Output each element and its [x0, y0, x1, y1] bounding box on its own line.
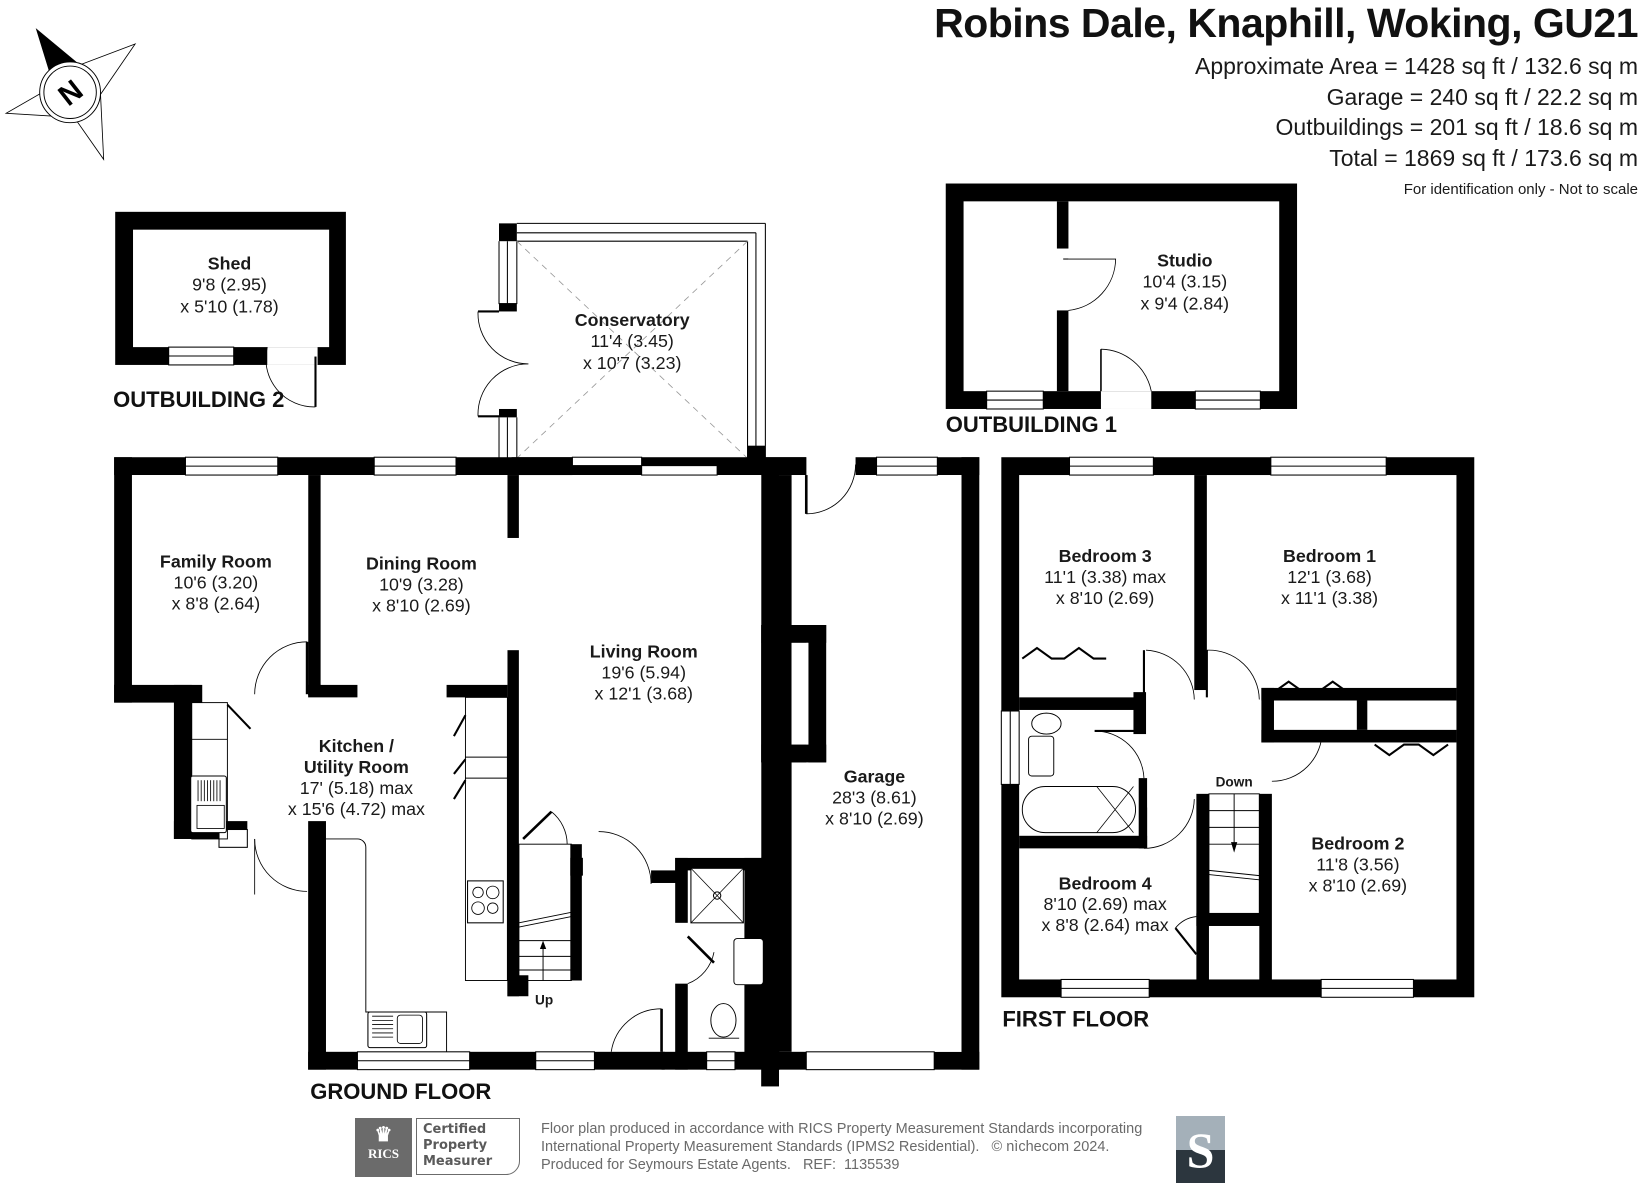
bedroom-4-name: Bedroom 4: [1059, 873, 1152, 893]
shed-dim-1: 9'8 (2.95): [192, 274, 267, 294]
family-room-dim-2: x 8'8 (2.64): [172, 593, 261, 613]
bedroom-2-dim-1: 11'8 (3.56): [1316, 854, 1399, 874]
conservatory: Conservatory 11'4 (3.45) x 10'7 (3.23): [477, 222, 766, 459]
bedroom-4-dim-2: x 8'8 (2.64) max: [1042, 915, 1169, 935]
outbuilding-1: Studio 10'4 (3.15) x 9'4 (2.84) OUTBUILD…: [945, 183, 1298, 437]
kitchen-name-line-2: Utility Room: [304, 757, 409, 777]
dining-room-dim-1: 10'9 (3.28): [379, 574, 464, 594]
kitchen-dim-1: 17' (5.18) max: [300, 778, 413, 798]
bedroom-3-name: Bedroom 3: [1059, 546, 1152, 566]
dining-room-name: Dining Room: [366, 553, 477, 573]
garage-dim-1: 28'3 (8.61): [832, 787, 917, 807]
family-room-name: Family Room: [160, 551, 272, 571]
rics-brand: RICS: [367, 1146, 400, 1161]
bedroom-3-dim-2: x 8'10 (2.69): [1056, 588, 1154, 608]
rics-logo: ♛ RICS: [355, 1118, 412, 1177]
certified-property-measurer: Certified Property Measurer: [416, 1118, 520, 1175]
bedroom-1-dim-1: 12'1 (3.68): [1287, 567, 1372, 587]
property-address-title: Robins Dale, Knaphill, Woking, GU21: [934, 0, 1638, 46]
rics-badge-line-1: Certified: [423, 1122, 487, 1137]
bedroom-2-name: Bedroom 2: [1311, 833, 1404, 853]
total-area: Total = 1869 sq ft / 173.6 sq m: [1329, 145, 1638, 171]
bedroom-2-dim-2: x 8'10 (2.69): [1309, 875, 1407, 895]
outbuilding-1-label: OUTBUILDING 1: [946, 412, 1117, 437]
approximate-area: Approximate Area = 1428 sq ft / 132.6 sq…: [1194, 53, 1638, 79]
conservatory-dim-2: x 10'7 (3.23): [583, 353, 681, 373]
bedroom-4-dim-1: 8'10 (2.69) max: [1044, 894, 1167, 914]
studio-dim-2: x 9'4 (2.84): [1141, 293, 1230, 313]
bedroom-1-name: Bedroom 1: [1283, 546, 1376, 566]
outbuildings-area: Outbuildings = 201 sq ft / 18.6 sq m: [1275, 114, 1638, 140]
rics-badge-line-3: Measurer: [423, 1154, 493, 1169]
studio-dim-1: 10'4 (3.15): [1143, 271, 1228, 291]
kitchen-dim-2: x 15'6 (4.72) max: [288, 799, 425, 819]
garage-dim-2: x 8'10 (2.69): [825, 808, 923, 828]
conservatory-name: Conservatory: [575, 310, 690, 330]
rics-badge-line-2: Property: [423, 1138, 488, 1153]
kitchen-name-line-1: Kitchen /: [319, 736, 394, 756]
rics-lion-icon: ♛: [374, 1124, 393, 1146]
seymours-logo-letter: S: [1186, 1122, 1215, 1178]
garage-area: Garage = 240 sq ft / 22.2 sq m: [1326, 84, 1638, 110]
footer-line-1: Floor plan produced in accordance with R…: [541, 1121, 1143, 1137]
stairs-up-label: Up: [535, 993, 553, 1008]
living-room-dim-1: 19'6 (5.94): [601, 662, 686, 682]
family-room-dim-1: 10'6 (3.20): [174, 572, 259, 592]
ground-floor: Up Family Room 10'6 (3.20) x 8'8 (2.64) …: [114, 456, 980, 1104]
bedroom-1-dim-2: x 11'1 (3.38): [1281, 588, 1378, 608]
outbuilding-2-label: OUTBUILDING 2: [113, 387, 284, 412]
bedroom-3-dim-1: 11'1 (3.38) max: [1044, 567, 1166, 587]
living-room-dim-2: x 12'1 (3.68): [594, 683, 692, 703]
scale-disclaimer: For identification only - Not to scale: [1403, 181, 1638, 198]
shed-dim-2: x 5'10 (1.78): [180, 297, 278, 317]
garage-name: Garage: [844, 766, 905, 786]
conservatory-dim-1: 11'4 (3.45): [591, 331, 674, 351]
first-floor-label: FIRST FLOOR: [1002, 1007, 1149, 1032]
footer-line-3: Produced for Seymours Estate Agents. REF…: [541, 1157, 900, 1173]
footer-line-2: International Property Measurement Stand…: [541, 1139, 1110, 1155]
rics-certified-badge: ♛ RICS Certified Property Measurer: [355, 1118, 525, 1177]
north-compass-icon: N: [4, 28, 137, 161]
stairs-down-label: Down: [1216, 775, 1253, 790]
outbuilding-2: Shed 9'8 (2.95) x 5'10 (1.78) OUTBUILDIN…: [113, 211, 346, 412]
seymours-logo: S: [1176, 1116, 1225, 1183]
dining-room-dim-2: x 8'10 (2.69): [372, 595, 470, 615]
ground-floor-label: GROUND FLOOR: [310, 1079, 491, 1104]
shed-name: Shed: [208, 254, 252, 274]
first-floor: Down Bedroom 3 11'1 (3.38) max x 8'10 (2…: [1000, 456, 1475, 1032]
studio-name: Studio: [1157, 250, 1213, 270]
living-room-name: Living Room: [590, 642, 698, 662]
footer-disclaimer: Floor plan produced in accordance with R…: [541, 1120, 1142, 1174]
